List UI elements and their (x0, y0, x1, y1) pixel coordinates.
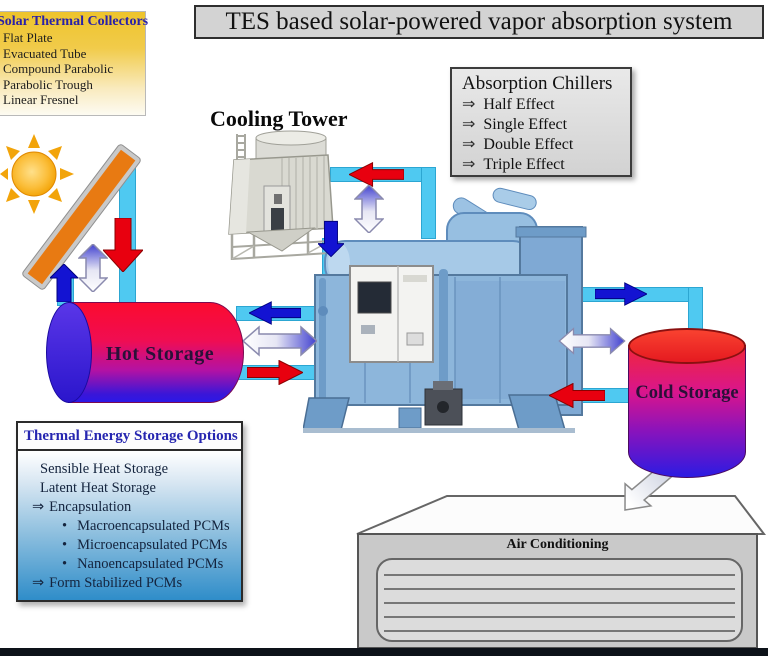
sun-icon (0, 134, 74, 214)
solar-collector-item: Evacuated Tube (3, 45, 87, 61)
cold-storage-tank: Cold Storage (628, 328, 746, 480)
absorption-chiller-item-label: Half Effect (483, 96, 555, 113)
tes-option-item: ⇒Encapsulation (32, 499, 132, 515)
tes-options-box: Thermal Energy Storage Options Sensible … (16, 421, 243, 602)
air-conditioner-grille (376, 558, 743, 642)
bullet-glyph: • (62, 556, 68, 572)
absorption-chiller-item: ⇒ Half Effect (462, 95, 630, 115)
flow-arrow-blue-left-to-hot-storage (249, 301, 301, 325)
solar-collectors-title: Solar Thermal Collectors (0, 14, 149, 29)
flow-arrow-red-left-from-cold-storage (549, 383, 605, 408)
cooling-tower-label: Cooling Tower (210, 106, 348, 131)
cooling-tower-graphic (228, 130, 334, 260)
exchange-arrow-horizontal-hot (243, 325, 317, 357)
bullet-glyph: • (62, 518, 68, 534)
double-arrow-glyph: ⇒ (462, 116, 476, 133)
air-conditioner-label: Air Conditioning (506, 537, 609, 552)
flow-arrow-red-down-from-collector (103, 218, 143, 272)
absorption-chiller-graphic (303, 187, 587, 433)
hot-storage-body (68, 302, 244, 403)
cold-storage-label: Cold Storage (635, 383, 739, 403)
absorption-chillers-title: Absorption Chillers (462, 73, 613, 94)
grille-line (384, 574, 735, 576)
exchange-arrow-horizontal-cold (558, 327, 626, 355)
bullet-glyph: • (62, 537, 68, 553)
flow-arrow-blue-down-from-tower (318, 220, 344, 258)
flow-arrow-red-right-to-chiller (247, 360, 303, 385)
solar-collectors-box: Solar Thermal Collectors Flat Plate Evac… (0, 11, 149, 116)
grille-line (384, 602, 735, 604)
tes-option-item: •Macroencapsulated PCMs (62, 518, 230, 534)
grille-line (384, 588, 735, 590)
absorption-chiller-item: ⇒ Double Effect (462, 135, 630, 155)
flow-arrow-blue-up-to-collector (50, 264, 78, 302)
air-conditioner-unit: Air Conditioning (357, 533, 758, 649)
tes-option-item: Latent Heat Storage (40, 480, 156, 496)
hot-storage-tank: Hot Storage (46, 302, 244, 403)
absorption-chiller-item-label: Single Effect (483, 116, 568, 133)
double-arrow-glyph: ⇒ (462, 136, 476, 153)
bottom-edge-bar (0, 648, 768, 656)
absorption-chillers-box: Absorption Chillers ⇒ Half Effect ⇒ Single… (450, 67, 632, 177)
tes-option-item: •Nanoencapsulated PCMs (62, 556, 224, 572)
tes-options-list: Sensible Heat Storage Latent Heat Storag… (18, 451, 241, 593)
double-arrow-glyph: ⇒ (32, 499, 45, 515)
diagram-title: TES based solar-powered vapor absorption… (194, 5, 764, 39)
cold-storage-top-cap (628, 328, 746, 364)
cold-storage-body (628, 345, 746, 478)
tes-options-title: Thermal Energy Storage Options (18, 423, 241, 451)
exchange-arrow-vertical-solar (78, 244, 108, 292)
absorption-chiller-item: ⇒ Single Effect (462, 115, 630, 135)
grille-line (384, 630, 735, 632)
absorption-chiller-item-label: Triple Effect (483, 156, 565, 173)
solar-collector-item: Compound Parabolic (3, 61, 114, 76)
tes-option-item: Sensible Heat Storage (40, 461, 169, 477)
solar-collector-item: Linear Fresnel (3, 92, 79, 107)
double-arrow-glyph: ⇒ (462, 156, 476, 173)
tes-option-item: ⇒Form Stabilized PCMs (32, 575, 183, 591)
hot-storage-end-cap (46, 302, 92, 403)
exchange-arrow-vertical-tower (354, 185, 384, 233)
flow-arrow-blue-right-to-cold-storage (595, 282, 647, 306)
double-arrow-glyph: ⇒ (462, 96, 476, 113)
tes-option-item: •Microencapsulated PCMs (62, 537, 228, 553)
flow-arrow-red-left-to-tower (349, 162, 404, 187)
pipe-tower-elbow-down (421, 167, 436, 239)
absorption-chiller-item-label: Double Effect (483, 136, 574, 153)
solar-collector-item: Parabolic Trough (3, 76, 93, 92)
hot-storage-label: Hot Storage (105, 343, 215, 365)
grille-line (384, 616, 735, 618)
absorption-chiller-item: ⇒ Triple Effect (462, 155, 630, 175)
solar-collector-item: Flat Plate (3, 30, 53, 45)
double-arrow-glyph: ⇒ (32, 575, 45, 591)
